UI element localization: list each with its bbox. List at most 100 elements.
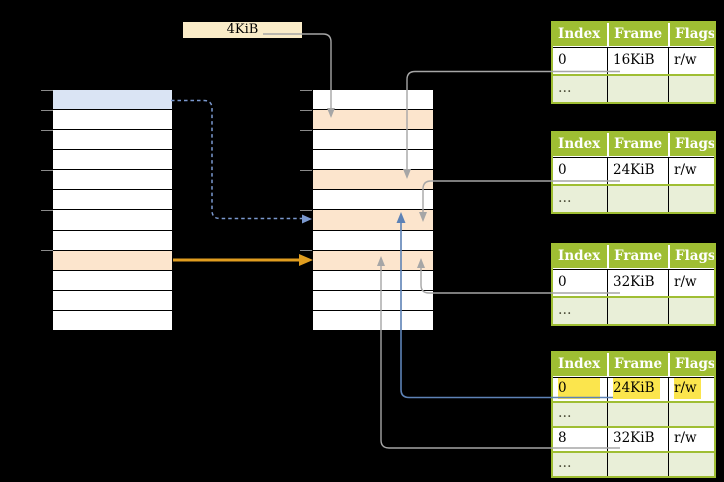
header-cell-frame: Frame	[607, 133, 668, 156]
address-tick	[300, 130, 312, 132]
memory-row-white	[313, 289, 433, 310]
memory-row-white	[53, 169, 172, 190]
page-table-row-ellipsis: …	[553, 451, 714, 476]
address-tick	[300, 110, 312, 112]
memory-row-white	[53, 269, 172, 290]
cell	[668, 76, 714, 102]
header-cell-index: Index	[558, 248, 601, 264]
cell: 0	[553, 378, 607, 401]
cell: 16KiB	[607, 48, 668, 74]
cell: …	[558, 405, 572, 421]
memory-row-white	[313, 129, 433, 150]
cell: r/w	[668, 270, 714, 296]
memory-row-white	[53, 209, 172, 230]
memory-row-white	[53, 129, 172, 150]
page-table-row-ellipsis: …	[553, 401, 714, 426]
header-cell-flags: Flags	[668, 353, 714, 376]
cell: 8	[558, 430, 567, 446]
header-cell-flags: Flags	[668, 23, 714, 46]
address-tick	[41, 110, 53, 112]
header-cell-flags: Flags	[668, 245, 714, 268]
page-size-label: 4KiB	[226, 22, 259, 37]
memory-row-white	[313, 90, 433, 110]
cell: 0	[558, 274, 567, 290]
memory-row-white	[313, 309, 433, 330]
memory-row-blue	[53, 90, 172, 110]
address-tick	[41, 210, 53, 212]
memory-row-white	[313, 269, 433, 290]
memory-row-orange	[313, 249, 433, 270]
cell: 24KiB	[607, 158, 668, 184]
address-tick	[300, 90, 312, 92]
arrow-virtual-page-to-frame-orange	[173, 254, 313, 266]
cell: 0	[558, 52, 567, 68]
memory-row-orange	[53, 249, 172, 270]
memory-row-white	[53, 189, 172, 210]
memory-row-white	[313, 149, 433, 170]
cell: r/w	[668, 158, 714, 184]
memory-row-white	[53, 309, 172, 330]
cell: …	[558, 80, 572, 96]
page-table-row-ellipsis: …	[553, 74, 714, 102]
address-tick	[300, 250, 312, 252]
arrow-virtual-page-to-entry-dashed	[171, 99, 312, 224]
highlighted-value: 24KiB	[613, 378, 660, 399]
cell: 0	[558, 162, 567, 178]
cell	[607, 186, 668, 212]
cell: 32KiB	[607, 428, 668, 451]
cell	[668, 298, 714, 324]
header-cell-index: Index	[558, 136, 601, 152]
header-cell-frame: Frame	[607, 245, 668, 268]
address-tick	[41, 90, 53, 92]
cell: r/w	[668, 428, 714, 451]
address-tick	[41, 250, 53, 252]
physical-memory-column	[313, 90, 433, 330]
header-cell-frame: Frame	[607, 23, 668, 46]
cell: r/w	[668, 48, 714, 74]
address-tick	[41, 130, 53, 132]
memory-row-white	[313, 189, 433, 210]
cell	[668, 403, 714, 426]
header-cell-index: Index	[558, 26, 601, 42]
cell	[668, 453, 714, 476]
cell: …	[558, 455, 572, 471]
memory-row-white	[313, 229, 433, 250]
cell	[607, 453, 668, 476]
page-size-label-box: 4KiB	[183, 22, 302, 38]
memory-row-white	[53, 229, 172, 250]
highlighted-value: 0	[558, 378, 600, 399]
memory-row-white	[53, 149, 172, 170]
cell: 32KiB	[607, 270, 668, 296]
cell: …	[558, 302, 572, 318]
cell: …	[558, 190, 572, 206]
memory-row-white	[53, 289, 172, 310]
cell	[668, 186, 714, 212]
cell: r/w	[668, 378, 714, 401]
header-cell-flags: Flags	[668, 133, 714, 156]
address-tick	[300, 170, 312, 172]
cell	[607, 403, 668, 426]
page-table-row-ellipsis: …	[553, 296, 714, 324]
address-tick	[41, 170, 53, 172]
header-cell-frame: Frame	[607, 353, 668, 376]
memory-row-orange	[313, 209, 433, 230]
virtual-memory-column	[53, 90, 172, 330]
memory-row-orange	[313, 109, 433, 130]
memory-row-white	[53, 109, 172, 130]
page-table-row: 0 24KiB r/w	[553, 377, 714, 401]
address-tick	[300, 210, 312, 212]
cell	[607, 76, 668, 102]
